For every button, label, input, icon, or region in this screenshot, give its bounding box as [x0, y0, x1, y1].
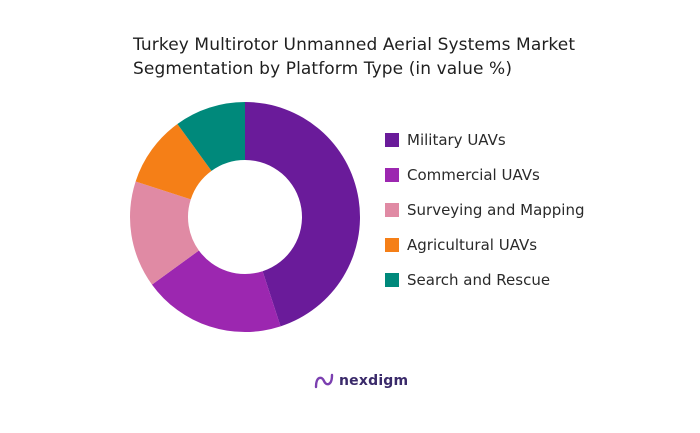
brand-logo: nexdigm: [314, 371, 408, 391]
legend-label-commercial-uavs: Commercial UAVs: [407, 166, 540, 184]
donut-slice-surveying-and-mapping: [130, 181, 199, 285]
donut-slice-agricultural-uavs: [135, 123, 212, 200]
chart-title: Turkey Multirotor Unmanned Aerial System…: [133, 33, 613, 81]
nexdigm-logo-icon: [314, 373, 334, 389]
legend-label-agricultural-uavs: Agricultural UAVs: [407, 236, 538, 254]
donut-slice-military-uavs: [245, 102, 360, 327]
legend-item-commercial-uavs: Commercial UAVs: [385, 164, 685, 199]
brand-name: nexdigm: [339, 373, 409, 389]
donut-chart: [130, 102, 360, 332]
legend-swatch-agricultural-uavs: [385, 238, 399, 252]
legend-label-search-and-rescue: Search and Rescue: [407, 271, 551, 289]
legend-label-military-uavs: Military UAVs: [407, 131, 506, 149]
legend-item-agricultural-uavs: Agricultural UAVs: [385, 234, 685, 269]
legend-item-surveying-and-mapping: Surveying and Mapping: [385, 199, 685, 234]
donut-slice-search-and-rescue: [177, 102, 245, 171]
legend-swatch-surveying-and-mapping: [385, 203, 399, 217]
legend-label-surveying-and-mapping: Surveying and Mapping: [407, 201, 585, 219]
chart-title-line-1: Turkey Multirotor Unmanned Aerial System…: [133, 35, 576, 55]
legend-item-search-and-rescue: Search and Rescue: [385, 269, 685, 304]
donut-slice-commercial-uavs: [151, 250, 281, 332]
legend-swatch-military-uavs: [385, 133, 399, 147]
legend-swatch-commercial-uavs: [385, 168, 399, 182]
legend-item-military-uavs: Military UAVs: [385, 129, 685, 164]
legend-swatch-search-and-rescue: [385, 273, 399, 287]
chart-title-line-2: Segmentation by Platform Type (in value …: [133, 59, 513, 79]
